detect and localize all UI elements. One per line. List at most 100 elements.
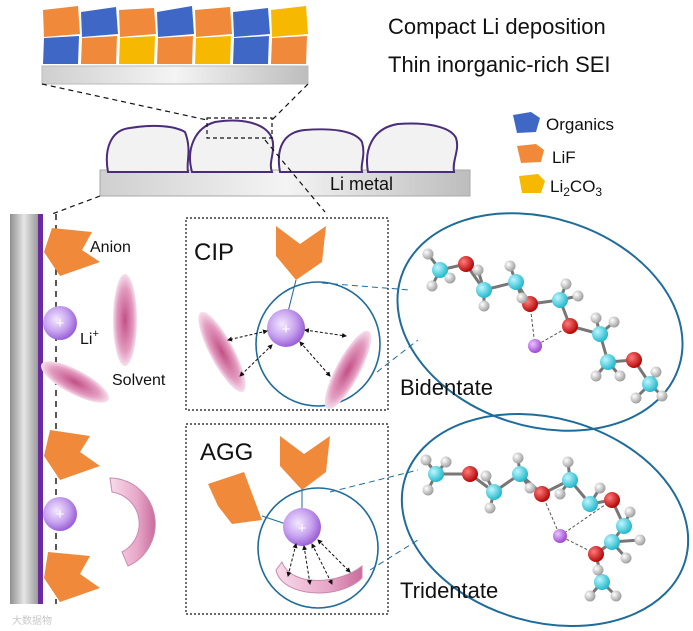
bidentate-label: Bidentate [400, 375, 493, 400]
carbon-atom [604, 534, 620, 550]
oxygen-atom [626, 352, 642, 368]
sei-tile [81, 7, 118, 37]
agg-li-ion-icon [283, 508, 321, 546]
lithium-atom [528, 339, 542, 353]
li-metal-label: Li metal [330, 174, 393, 194]
legend-organics-label: Organics [546, 115, 614, 134]
bidentate-molecule [422, 248, 668, 404]
agg-anion-icon-top [280, 436, 330, 490]
leader-left [51, 195, 101, 215]
carbon-atom [508, 274, 524, 290]
hydrogen-atom [512, 452, 524, 464]
anion-icon-3 [44, 552, 100, 602]
li-plus-sign-2: + [56, 506, 65, 523]
solvent-molecule-icon [113, 274, 137, 366]
carbon-atom [432, 262, 448, 278]
sei-tiles [43, 6, 308, 64]
hydrogen-atom [634, 534, 646, 546]
tridentate-structure: Tridentate [400, 413, 690, 627]
coordination-bond [559, 499, 613, 537]
watermark: 大数据物 [12, 614, 52, 627]
carbon-atom [582, 496, 598, 512]
carbon-atom [476, 282, 492, 298]
carbon-atom [594, 574, 610, 590]
hydrogen-atom [484, 502, 496, 514]
zoom-agg-top [329, 469, 419, 493]
sei-tile [271, 6, 308, 37]
hydrogen-atom [426, 280, 438, 292]
hydrogen-atom [524, 482, 536, 494]
cip-arrow-3 [304, 328, 347, 338]
li-metal-substrate: Li metal [99, 117, 471, 197]
hydrogen-atom [562, 456, 574, 468]
li-ion-icon [43, 306, 77, 340]
carbon-atom [428, 466, 444, 482]
sei-bump-3 [277, 128, 365, 173]
sei-tile [233, 36, 269, 64]
li2co3-swatch-icon [519, 174, 545, 193]
legend: Organics LiF Li2CO3 [513, 112, 614, 199]
hydrogen-atom [440, 456, 452, 468]
anion-icon-2 [44, 430, 100, 480]
hydrogen-atom [560, 278, 572, 290]
sei-tile [157, 6, 194, 37]
hydrogen-atom [624, 506, 636, 518]
hydrogen-atom [650, 366, 662, 378]
hydrogen-atom [590, 370, 602, 382]
carbon-atom [642, 376, 658, 392]
anion-icon [44, 228, 100, 276]
carbon-atom [562, 472, 578, 488]
sei-tile [195, 36, 231, 64]
carbon-atom [616, 518, 632, 534]
carbon-atom [592, 326, 608, 342]
solvent-crown-icon [109, 477, 156, 567]
agg-anion-icon-left [208, 472, 262, 524]
sei-tile [271, 36, 307, 64]
hydrogen-atom [554, 488, 566, 500]
oxygen-atom [604, 492, 620, 508]
electrode-edge [38, 214, 43, 604]
oxygen-atom [588, 546, 604, 562]
sei-tile [43, 36, 79, 64]
cip-solvent-right [324, 330, 372, 410]
bidentate-oval [396, 212, 684, 432]
solvent-molecule-icon-2 [40, 361, 110, 403]
cip-anion-bond [287, 279, 297, 313]
electrode-bar [10, 214, 38, 604]
legend-li2co3-label: Li2CO3 [550, 177, 602, 199]
agg-label: AGG [200, 439, 253, 466]
oxygen-atom [458, 256, 474, 272]
lif-swatch-icon [517, 144, 544, 163]
hydrogen-atom [572, 290, 584, 302]
hydrogen-atom [614, 370, 626, 382]
lithium-atom [553, 529, 567, 543]
hydrogen-atom [656, 390, 668, 402]
oxygen-atom [462, 466, 478, 482]
sei-bump-4 [366, 122, 459, 173]
carbon-atom [512, 466, 528, 482]
sei-base-slab [41, 65, 309, 85]
cip-anion-icon [276, 226, 326, 280]
zoom-line-left [41, 83, 208, 121]
hydrogen-atom [480, 470, 492, 482]
li-metal-slab [99, 169, 471, 197]
sei-mosaic [41, 6, 309, 85]
hydrogen-atom [590, 312, 602, 324]
agg-solvation-circle [257, 487, 379, 609]
hydrogen-atom [594, 482, 606, 494]
zoom-cip-bottom [376, 339, 419, 373]
sei-tile [43, 6, 80, 37]
anion-label: Anion [90, 239, 131, 256]
tridentate-label: Tridentate [400, 578, 498, 603]
sei-tile [119, 36, 155, 64]
cip-arrow-1 [227, 329, 268, 342]
cip-li-ion-icon [267, 309, 305, 347]
agg-arrow-1 [286, 543, 298, 577]
zoom-cip-top [321, 282, 411, 291]
solvent-label: Solvent [112, 372, 166, 389]
hydrogen-atom [584, 590, 596, 602]
agg-panel: AGG + [185, 423, 389, 615]
cip-solvation-circle [255, 281, 381, 407]
hydrogen-atom [422, 248, 434, 260]
oxygen-atom [562, 318, 578, 334]
